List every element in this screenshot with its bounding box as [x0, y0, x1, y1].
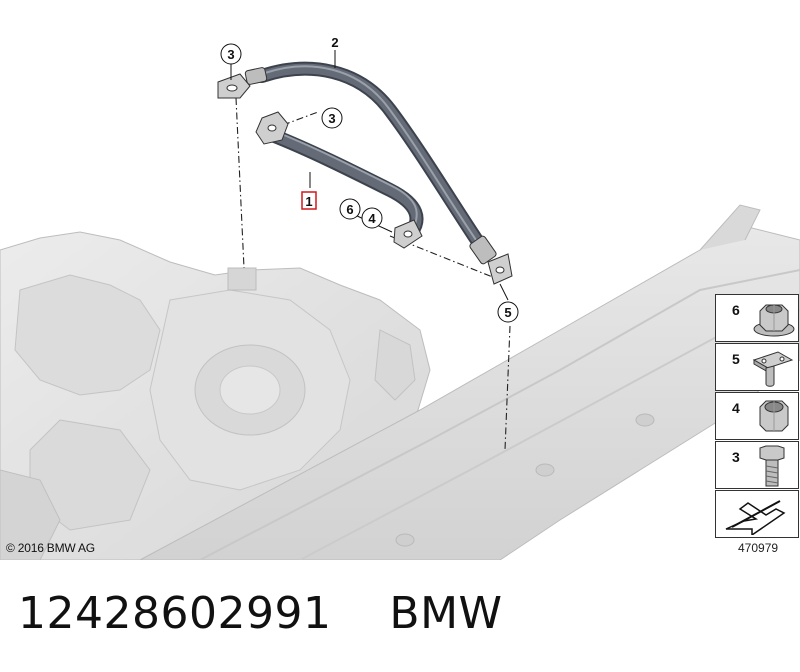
legend-item-4: 4	[715, 392, 799, 440]
callout-5: 5	[497, 301, 519, 323]
callout-4: 4	[361, 207, 383, 229]
legend-item-label: 3	[732, 449, 740, 465]
frame-rail	[139, 204, 800, 561]
legend-item-label: 5	[732, 351, 740, 367]
diagram-svg: 3 2 3 1 6 4 5	[0, 35, 800, 561]
callout-3-top-label: 3	[227, 47, 234, 62]
copyright-text: © 2016 BMW AG	[6, 541, 95, 555]
ground-cable-short	[255, 111, 424, 249]
parts-legend: 6 5 4 3	[715, 294, 799, 538]
callout-5-label: 5	[504, 305, 511, 320]
ground-cable-long	[217, 61, 513, 285]
callout-3-top: 3	[220, 43, 242, 65]
direction-arrow-icon	[725, 500, 786, 535]
callout-1: 1	[301, 191, 317, 210]
callout-6: 6	[339, 198, 361, 220]
parts-diagram: 3 2 3 1 6 4 5	[0, 35, 800, 561]
callout-3-mid-label: 3	[328, 111, 335, 126]
hex-bolt-icon	[759, 445, 785, 487]
image-number: 470979	[738, 541, 779, 555]
legend-item-label: 6	[732, 302, 740, 318]
callout-6-label: 6	[346, 202, 353, 217]
part-footer: 12428602991 BMW	[18, 588, 503, 639]
callout-2-label: 2	[331, 35, 338, 50]
callout-1-label: 1	[305, 194, 312, 209]
callout-2: 2	[331, 35, 338, 50]
legend-item-label: 4	[732, 400, 740, 416]
hex-flange-nut-icon	[753, 304, 795, 337]
ground-stud-bracket-icon	[752, 351, 794, 387]
hex-nut-icon	[759, 400, 789, 432]
highlight-box	[301, 191, 317, 210]
callout-3-mid: 3	[321, 107, 343, 129]
engine-housing	[0, 231, 431, 561]
brand-name: BMW	[389, 588, 503, 639]
legend-item-3: 3	[715, 441, 799, 489]
legend-item-direction	[715, 490, 799, 538]
callout-4-label: 4	[368, 211, 376, 226]
legend-item-5: 5	[715, 343, 799, 391]
part-number: 12428602991	[18, 588, 332, 639]
legend-item-6: 6	[715, 294, 799, 342]
